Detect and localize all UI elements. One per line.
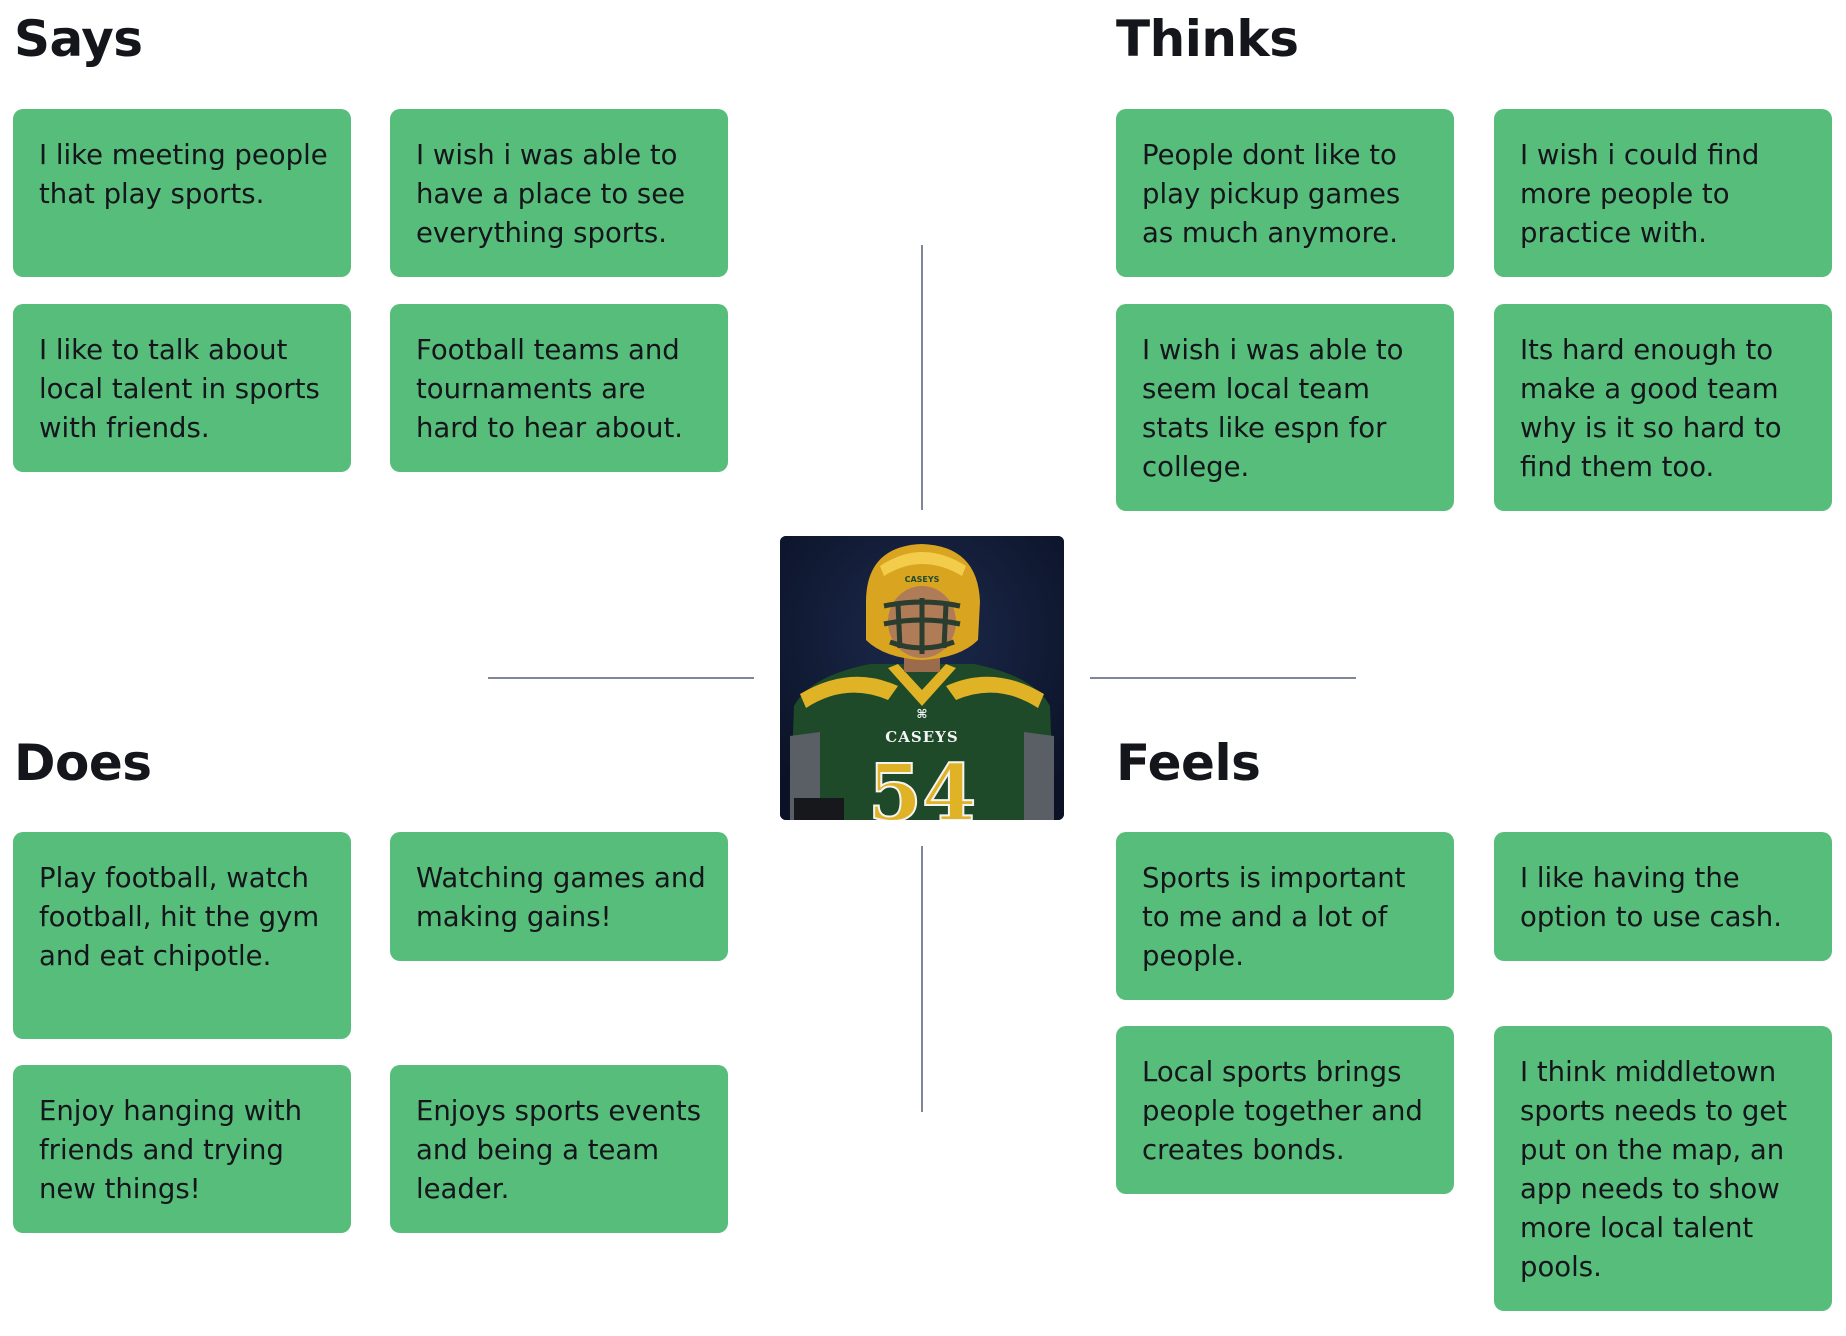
feels-heading: Feels	[1116, 734, 1261, 792]
does-card-3[interactable]: Enjoy hanging with friends and trying ne…	[13, 1065, 351, 1233]
thinks-heading: Thinks	[1116, 10, 1299, 68]
does-heading: Does	[14, 734, 152, 792]
jersey-text: CASEYS	[885, 728, 958, 746]
svg-text:⌘: ⌘	[916, 707, 927, 721]
says-card-4[interactable]: Football teams and tournaments are hard …	[390, 304, 728, 472]
says-heading: Says	[14, 10, 143, 68]
thinks-card-1[interactable]: People dont like to play pickup games as…	[1116, 109, 1454, 277]
says-card-1[interactable]: I like meeting people that play sports.	[13, 109, 351, 277]
divider-top	[921, 245, 923, 510]
divider-left	[488, 677, 754, 679]
persona-photo: CASEYS ⌘ CASEYS 54	[780, 536, 1064, 820]
helmet-text: CASEYS	[905, 575, 940, 584]
says-card-3[interactable]: I like to talk about local talent in spo…	[13, 304, 351, 472]
feels-card-2[interactable]: I like having the option to use cash.	[1494, 832, 1832, 961]
divider-bottom	[921, 846, 923, 1112]
divider-right	[1090, 677, 1356, 679]
thinks-card-2[interactable]: I wish i could find more people to pract…	[1494, 109, 1832, 277]
feels-card-4[interactable]: I think middletown sports needs to get p…	[1494, 1026, 1832, 1311]
says-card-2[interactable]: I wish i was able to have a place to see…	[390, 109, 728, 277]
does-card-1[interactable]: Play football, watch football, hit the g…	[13, 832, 351, 1039]
does-card-4[interactable]: Enjoys sports events and being a team le…	[390, 1065, 728, 1233]
does-card-2[interactable]: Watching games and making gains!	[390, 832, 728, 961]
thinks-card-4[interactable]: Its hard enough to make a good team why …	[1494, 304, 1832, 511]
feels-card-3[interactable]: Local sports brings people together and …	[1116, 1026, 1454, 1194]
feels-card-1[interactable]: Sports is important to me and a lot of p…	[1116, 832, 1454, 1000]
jersey-number: 54	[868, 748, 977, 820]
football-player-illustration: CASEYS ⌘ CASEYS 54	[780, 536, 1064, 820]
thinks-card-3[interactable]: I wish i was able to seem local team sta…	[1116, 304, 1454, 511]
